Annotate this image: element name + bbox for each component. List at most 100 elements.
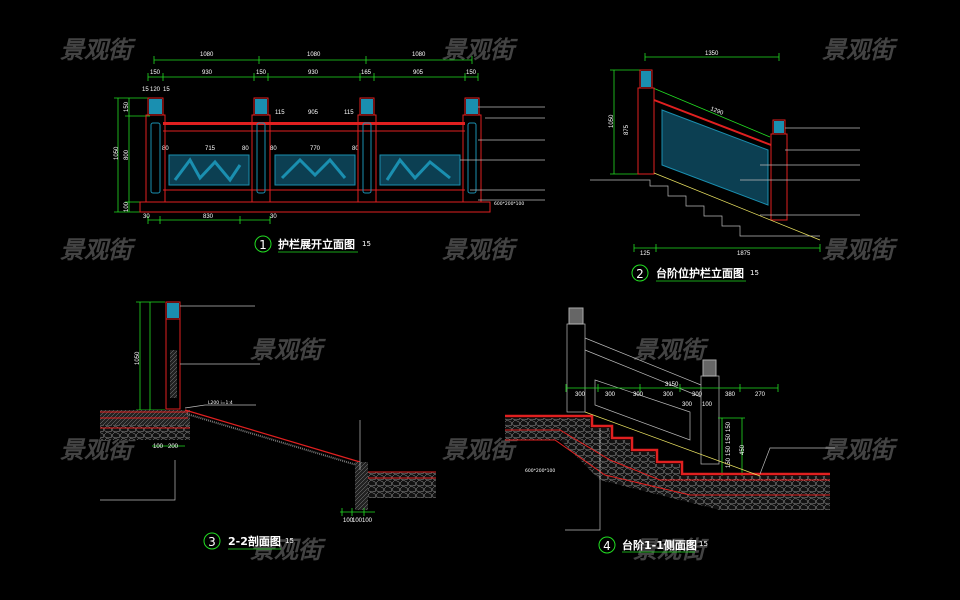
ground-lines: [368, 471, 436, 479]
drawing-number-circle: [598, 536, 616, 554]
ground-lines: [505, 429, 830, 496]
dim-label: 150: [726, 433, 732, 444]
drawing-2-stair-railing-elevation: 1350 1290 1050 875 125 1875 2 台阶位护栏立面图 1…: [590, 51, 860, 282]
dim-line: [136, 301, 165, 411]
drawing-scale: 15: [750, 269, 759, 277]
dim-label: 1290: [709, 106, 724, 117]
drawing-scale: 15: [699, 540, 708, 548]
dim-label: 165: [361, 70, 372, 76]
dim-label: 300: [575, 392, 586, 398]
drawing-3-section-2-2: 1050 100 100 100 100 200 L200 i=1:4 3 2-…: [100, 301, 436, 550]
dim-label: 1050: [114, 146, 120, 160]
dim-label: 150: [256, 70, 267, 76]
dim-line: [633, 244, 821, 252]
drawing-scale: 15: [285, 537, 294, 545]
dim-label: 100: [153, 444, 164, 450]
stair-foundation: [505, 418, 830, 510]
stairs: [590, 179, 820, 237]
drawing-1-railing-elevation: 1080 1080 1080 150 930 150 930 165 905 1…: [114, 52, 545, 253]
watermark: 景观街: [822, 36, 898, 64]
dim-label: 300: [663, 392, 674, 398]
slope-surface: [184, 409, 361, 463]
dim-label: 770: [310, 146, 321, 152]
dim-label: 450: [740, 444, 746, 455]
dim-label: 930: [202, 70, 213, 76]
dim-label: 80: [270, 146, 277, 152]
drawing-number: 4: [603, 539, 611, 553]
dim-label: 1080: [307, 52, 321, 58]
leader-lines: [740, 127, 860, 216]
dim-label: 3150: [665, 382, 679, 388]
dim-label: 1050: [609, 114, 615, 128]
watermark: 景观街: [60, 436, 136, 464]
dim-label: 715: [205, 146, 216, 152]
dim-label: 100: [352, 518, 363, 524]
dim-label: 1875: [737, 251, 751, 257]
dim-label: 300: [633, 392, 644, 398]
post-right: [700, 375, 720, 465]
watermarks: 景观街 景观街 景观街 景观街 景观街 景观街 景观街 景观街 景观街 景观街 …: [60, 36, 898, 564]
ground-lines: [100, 411, 190, 429]
drawing-number: 3: [208, 535, 216, 549]
dim-label: 150: [150, 70, 161, 76]
dim-label: 115: [344, 110, 354, 116]
dim-label: 1050: [135, 351, 141, 365]
watermark: 景观街: [442, 436, 518, 464]
drawing-number-circle: [254, 235, 272, 253]
dim-line: [147, 216, 271, 224]
dim-label: 80: [352, 146, 359, 152]
dim-label: 905: [413, 70, 424, 76]
dim-label: 875: [624, 124, 630, 135]
dim-line: [153, 56, 473, 64]
watermark: 景观街: [250, 536, 326, 564]
dim-label: 905: [308, 110, 319, 116]
leader-line: [184, 404, 256, 409]
dim-label: 150: [726, 445, 732, 456]
dim-label: 300: [692, 392, 703, 398]
drawing-title: 2-2剖面图: [228, 534, 281, 548]
drawing-4-stair-side-section: 3150 300 300 300 300 300 380 270 300 100…: [505, 307, 835, 554]
dim-label: 80: [242, 146, 249, 152]
dim-label: 100: [343, 518, 354, 524]
leader-lines: [100, 305, 361, 501]
note-label: 600*200*100: [494, 201, 524, 207]
dim-label: 270: [755, 392, 766, 398]
dim-line: [340, 508, 375, 516]
drawing-number: 2: [636, 267, 644, 281]
post-left: [637, 87, 655, 175]
dim-label: 115: [275, 110, 285, 116]
dim-label: 100: [362, 518, 373, 524]
dim-label: 150: [466, 70, 477, 76]
dim-label: 800: [124, 149, 130, 160]
leader-lines: [565, 430, 835, 531]
watermark: 景观街: [633, 536, 709, 564]
dim-label: 80: [162, 146, 169, 152]
dim-label: 30: [270, 214, 277, 220]
dim-label: 380: [725, 392, 736, 398]
dim-line: [610, 69, 640, 175]
dim-label: 100: [124, 201, 130, 212]
dim-line: [718, 417, 745, 478]
post-right: [770, 133, 788, 221]
note-label: 600*200*100: [525, 468, 555, 474]
drawing-title: 护栏展开立面图: [278, 237, 355, 251]
dim-label: 100: [702, 402, 713, 408]
watermark: 景观街: [633, 336, 709, 364]
dim-label: 930: [308, 70, 319, 76]
drawing-title: 台阶位护栏立面图: [656, 266, 744, 280]
dim-label: 300: [682, 402, 693, 408]
carved-panels: [168, 154, 461, 186]
dim-line: [147, 73, 479, 81]
top-rail: [163, 122, 465, 125]
watermark: 景观街: [442, 236, 518, 264]
slope-line: [653, 172, 821, 241]
dim-label: 120: [150, 87, 161, 93]
dim-label: 30: [143, 214, 150, 220]
stair-rail: [653, 99, 772, 146]
dim-label: 150: [726, 421, 732, 432]
watermark: 景观街: [60, 36, 136, 64]
post-left: [566, 323, 586, 413]
dim-label: 1350: [705, 51, 719, 57]
watermark: 景观街: [442, 36, 518, 64]
